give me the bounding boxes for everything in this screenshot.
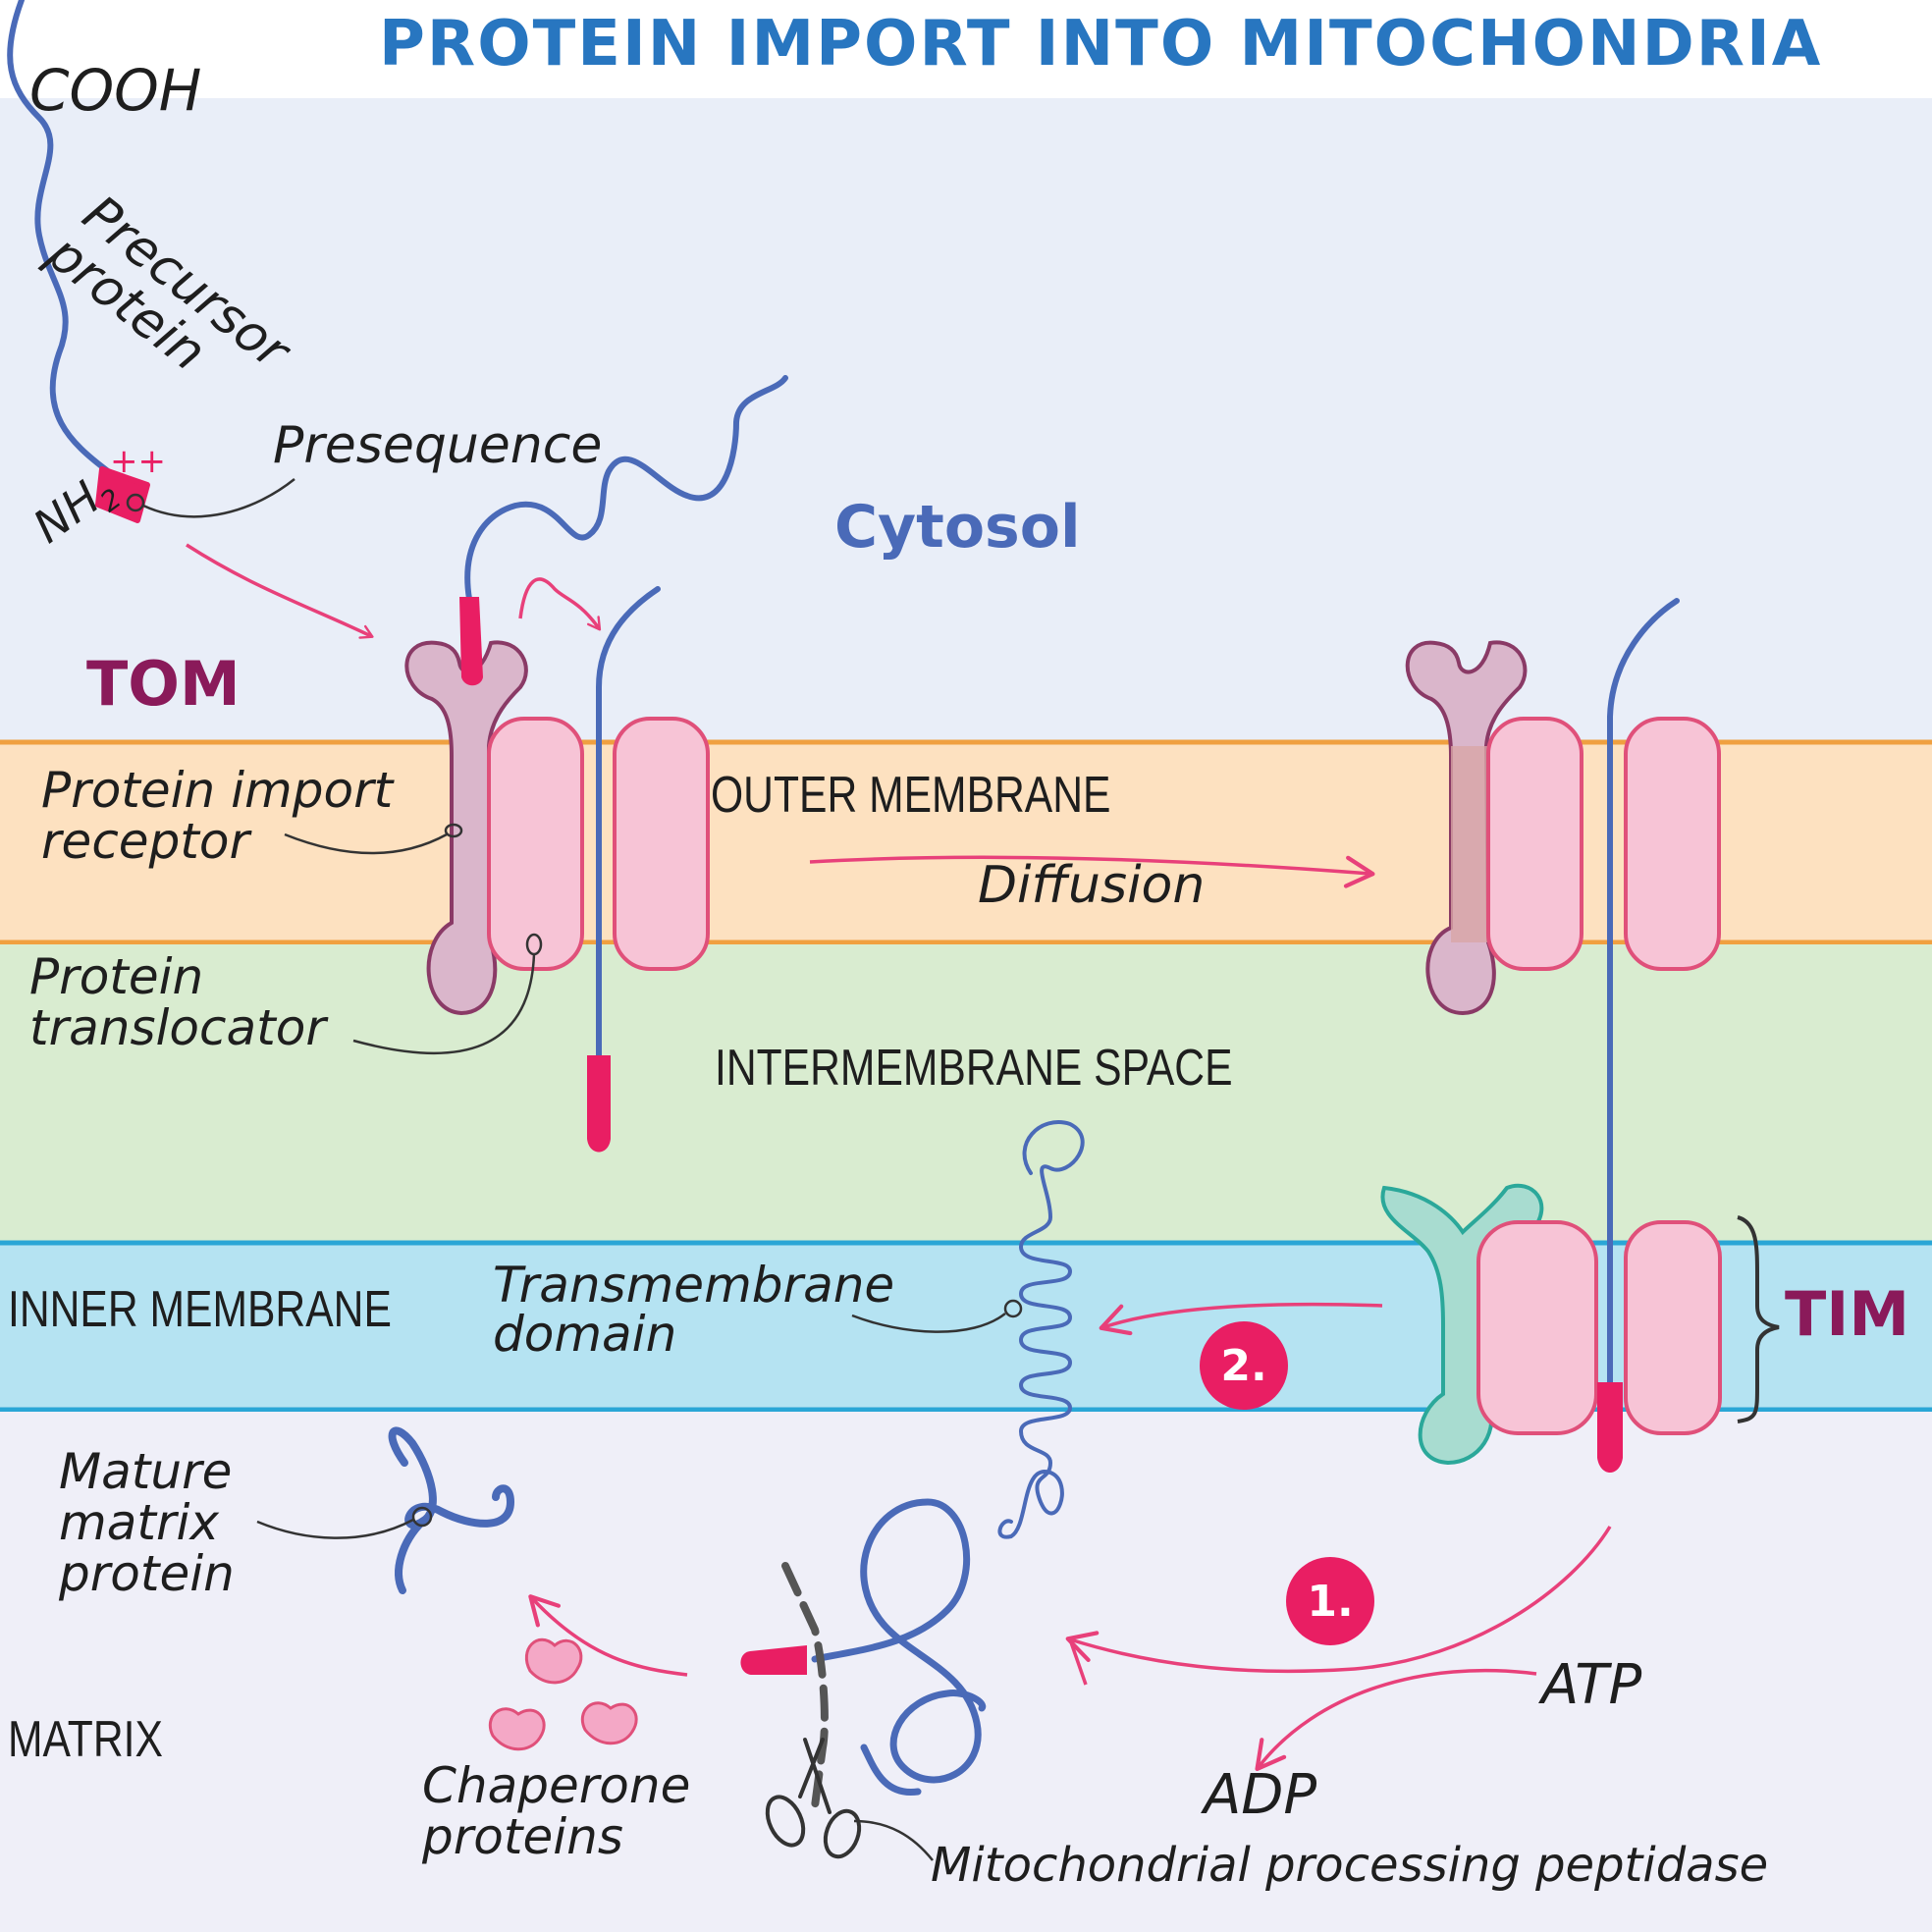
chaperone-label-line2: proteins xyxy=(422,1808,623,1865)
atp-label: ATP xyxy=(1541,1653,1642,1717)
cooh-label: COOH xyxy=(29,57,202,124)
precursor-protein-chain xyxy=(7,0,111,474)
step-1-badge: 1. xyxy=(1286,1557,1374,1645)
bound-presequence xyxy=(459,597,483,686)
mature-pointer-dot xyxy=(411,1506,433,1528)
mature-label-line1: Mature xyxy=(59,1443,233,1500)
cytosol-label: Cytosol xyxy=(834,493,1081,562)
outer-membrane-label: OUTER MEMBRANE xyxy=(711,767,1111,824)
title-band xyxy=(0,0,1932,98)
mpp-pointer xyxy=(853,1819,934,1861)
chaperone-blob-2 xyxy=(488,1707,546,1751)
tom-translocator-right-a xyxy=(1486,717,1583,971)
tim-translocator-right xyxy=(1624,1220,1722,1435)
transmembrane-coil xyxy=(997,1120,1085,1539)
transmembrane-pointer xyxy=(851,1313,1006,1333)
presequence-in-matrix xyxy=(1597,1382,1623,1473)
scissors-icon xyxy=(765,1738,862,1859)
arrow-to-tom xyxy=(186,543,374,639)
imported-chain xyxy=(811,1498,987,1784)
diffusion-label: Diffusion xyxy=(978,856,1206,915)
transmembrane-pointer-dot xyxy=(1003,1299,1023,1318)
tim-brace xyxy=(1737,1215,1780,1423)
diffusion-arrow xyxy=(809,855,1375,888)
mature-protein-chain-tail xyxy=(395,1518,426,1594)
atp-to-adp-arrow xyxy=(1255,1668,1537,1771)
cleavage-line xyxy=(781,1562,829,1810)
chaperone-blob-3 xyxy=(580,1701,638,1745)
tom-translocator-left xyxy=(487,717,584,971)
tim-label: TIM xyxy=(1785,1278,1910,1350)
matrix-region xyxy=(0,1412,1932,1932)
presequence-pointer-dot xyxy=(126,493,145,512)
tom-translocator-right-b xyxy=(1624,717,1721,971)
presequence-in-ims xyxy=(587,1055,611,1153)
cleaved-presequence xyxy=(740,1645,807,1675)
chaperone-blob-1 xyxy=(524,1637,583,1685)
page-title: PROTEIN IMPORT INTO MITOCHONDRIA xyxy=(379,8,1823,80)
chaperone-label-line1: Chaperone xyxy=(422,1757,691,1814)
matrix-label: MATRIX xyxy=(8,1711,163,1768)
step2-arrow xyxy=(1099,1302,1383,1336)
inner-membrane-label: INNER MEMBRANE xyxy=(8,1281,392,1338)
mature-label-line2: matrix xyxy=(59,1494,219,1551)
translocator-label-line1: Protein xyxy=(29,948,204,1005)
mature-pointer xyxy=(256,1518,414,1539)
receptor-label-line1: Protein import xyxy=(41,762,394,819)
tom-receptor-right-insert xyxy=(1451,746,1488,942)
tom-label: TOM xyxy=(86,648,241,720)
mature-protein-chain xyxy=(388,1426,515,1529)
receptor-label-line2: receptor xyxy=(41,813,250,870)
step1-arrow xyxy=(1065,1526,1612,1674)
transmembrane-label-line1: Transmembrane xyxy=(493,1257,895,1314)
imported-chain-tail xyxy=(860,1744,922,1796)
step-2-badge: 2. xyxy=(1200,1321,1288,1410)
presequence-segment xyxy=(95,466,150,523)
arrow-into-pore xyxy=(518,577,602,631)
chaperone-release-arrow xyxy=(528,1594,688,1677)
chain-through-tom-tim xyxy=(1607,598,1680,1387)
adp-label: ADP xyxy=(1204,1763,1317,1827)
cytosol-region xyxy=(0,0,1932,742)
translocator-pointer xyxy=(352,953,536,1055)
translocator-label-line2: translocator xyxy=(29,999,326,1056)
presequence-pointer xyxy=(142,478,295,518)
transmembrane-label-line2: domain xyxy=(493,1306,677,1363)
chain-through-tom xyxy=(596,586,661,1063)
presequence-label: Presequence xyxy=(273,416,603,475)
tom-translocator-right xyxy=(613,717,710,971)
mpp-label: Mitochondrial processing peptidase xyxy=(931,1838,1769,1893)
step1-arrow-tail xyxy=(1068,1638,1088,1686)
charge-label: ++ xyxy=(110,442,166,481)
mature-label-line3: protein xyxy=(59,1545,235,1602)
receptor-pointer-dot xyxy=(444,823,463,838)
tim-translocator-left xyxy=(1476,1220,1598,1435)
intermembrane-space-label: INTERMEMBRANE SPACE xyxy=(715,1040,1233,1097)
receptor-pointer xyxy=(284,832,448,855)
bound-precursor-chain xyxy=(464,375,788,602)
